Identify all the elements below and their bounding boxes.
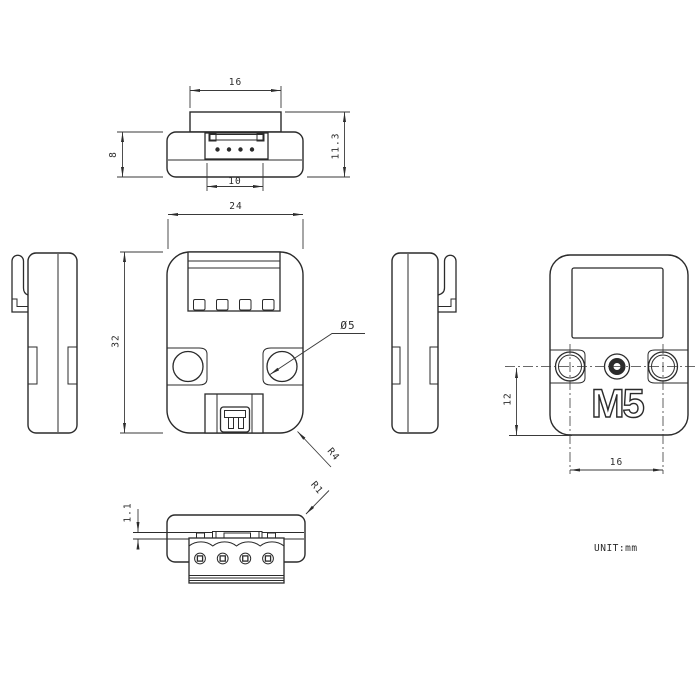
dim-text: 10 [228, 176, 241, 187]
terminal-slot [193, 299, 206, 311]
grove-socket-lip [209, 134, 264, 141]
screen-window [571, 267, 664, 339]
top-view: 16 11.3 8 10 [108, 77, 350, 191]
leader-line [269, 333, 365, 375]
screw-icon [262, 552, 274, 565]
dim-text: 16 [610, 457, 623, 468]
dim-back-hole-spacing: 16 [570, 457, 663, 472]
dim-text: R1 [308, 479, 325, 496]
back-view-body [549, 254, 689, 436]
callout-hole-diameter: Ø5 [269, 319, 365, 375]
dim-text: 12 [503, 392, 514, 405]
dim-text: 8 [108, 151, 119, 158]
dim-text: Ø5 [340, 319, 355, 332]
terminal-slot [216, 299, 229, 311]
callout-corner-radius-r4: R4 [297, 431, 342, 468]
dim-bottom-lip: 1.1 [123, 502, 140, 550]
hole-recess-left [167, 347, 208, 386]
dim-text: 16 [229, 77, 242, 88]
grove-plug-bar [224, 410, 246, 418]
pin-icon [249, 147, 255, 152]
screw-icon [239, 552, 252, 565]
side-notch [67, 346, 78, 385]
dim-text: 24 [229, 201, 242, 212]
leader-line [297, 431, 332, 468]
pin-icon [238, 147, 243, 152]
front-grove-port [204, 393, 264, 434]
grove-socket-outline [204, 132, 269, 160]
dim-front-width: 24 [167, 201, 304, 249]
terminal-slot [262, 299, 275, 311]
mount-hook-step [438, 298, 456, 307]
grove-plug-prong [238, 417, 244, 429]
dim-text: 11.3 [331, 133, 342, 160]
side-notch [391, 346, 401, 385]
screw-icon [216, 552, 229, 565]
dim-text: 1.1 [123, 502, 134, 522]
unit-note: UNIT:mm [594, 543, 638, 554]
top-view-terminal-block [189, 111, 282, 133]
grove-plug-prong [228, 417, 234, 429]
screw-socket [264, 555, 272, 562]
grove-plug [219, 406, 251, 433]
side-notch [429, 346, 439, 385]
grove-key-right [256, 133, 265, 142]
screw-socket [242, 555, 249, 562]
dim-back-hole-offset: 12 [503, 368, 572, 436]
dim-text: 32 [111, 334, 122, 347]
left-view-body [27, 252, 78, 434]
hole-recess-right [262, 347, 303, 386]
mount-hook [11, 254, 29, 313]
front-view: 24 32 Ø5 R4 [111, 201, 365, 468]
terminal-slot [239, 299, 252, 311]
bottom-view: 1.1 R1 [123, 479, 330, 584]
dim-top-block-width: 16 [189, 77, 282, 108]
screw-icon [194, 552, 206, 565]
dim-text: R4 [325, 446, 342, 463]
dim-top-body-height: 8 [108, 131, 163, 178]
mount-hole-left [172, 350, 204, 383]
terminal-block-outline [187, 251, 281, 312]
top-view-grove-connector [204, 132, 269, 160]
right-view-body [391, 252, 439, 434]
mount-hook [437, 254, 457, 313]
terminal-block-wave [188, 541, 285, 547]
pin-icon [226, 147, 232, 152]
dim-top-connector-width: 10 [206, 163, 264, 191]
mount-hole-right [266, 350, 298, 383]
right-side-view [391, 252, 457, 434]
side-notch [27, 346, 38, 385]
leader-line [305, 490, 330, 515]
pin-icon [215, 147, 220, 152]
grove-key-left [208, 133, 217, 142]
front-terminal-block [187, 251, 281, 312]
dim-top-total-height: 11.3 [285, 111, 350, 178]
back-view: M5 16 12 [503, 254, 696, 474]
screw-socket [196, 555, 204, 562]
grove-pins [215, 147, 255, 152]
screw-socket [219, 555, 226, 562]
mount-hook-step [12, 298, 28, 307]
dim-front-height: 32 [111, 251, 163, 434]
terminal-screws [194, 552, 274, 565]
callout-corner-radius-r1: R1 [305, 479, 330, 515]
left-side-view [11, 252, 78, 434]
m5-logo: M5 [591, 382, 644, 426]
